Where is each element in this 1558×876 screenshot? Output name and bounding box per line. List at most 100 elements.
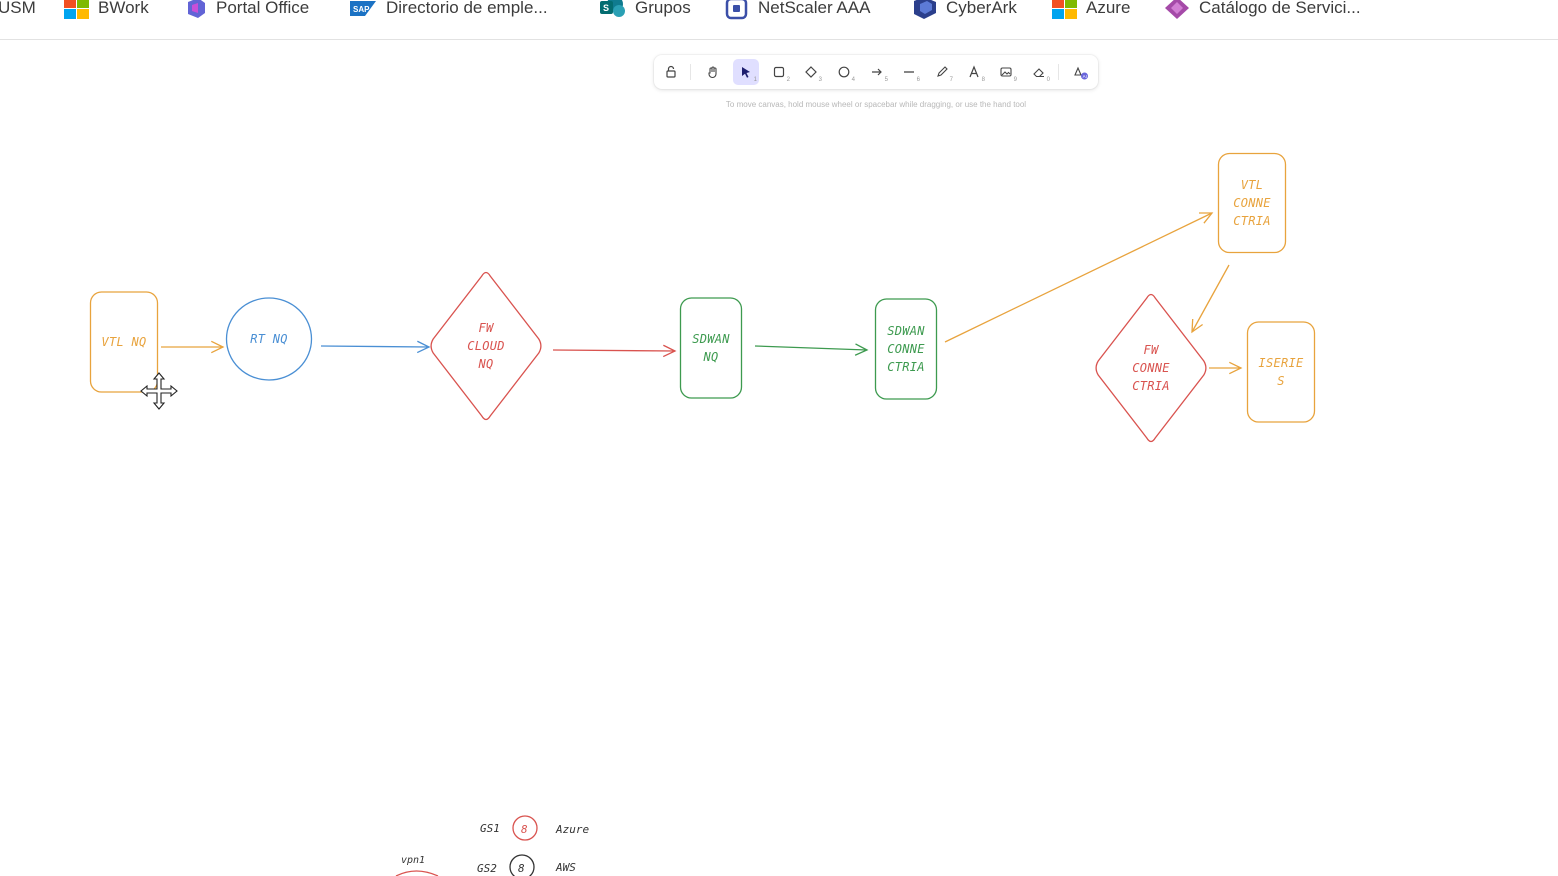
- node-outline: [874, 298, 938, 400]
- hand-tool-button[interactable]: [700, 59, 726, 85]
- toolbar-divider: [690, 64, 691, 80]
- pencil-icon: [937, 66, 948, 77]
- image-icon: [1000, 67, 1012, 77]
- bookmark-cyberark[interactable]: CyberArk: [912, 0, 1017, 22]
- node-label: CONNE: [1132, 361, 1170, 375]
- node-outline: [679, 297, 743, 399]
- cyberark-icon: [914, 0, 936, 19]
- office-icon: [188, 0, 205, 18]
- whiteboard-canvas[interactable]: [0, 40, 1558, 876]
- node-label: FW: [478, 321, 495, 335]
- arrow-shaft: [320, 345, 430, 348]
- rectangle-tool-button[interactable]: 2: [766, 59, 792, 85]
- node-fw-connectria[interactable]: FW CONNE CTRIA: [1095, 293, 1207, 443]
- image-tool-button[interactable]: 9: [993, 59, 1019, 85]
- eraser-tool-button[interactable]: 0: [1026, 59, 1052, 85]
- bookmark-azure[interactable]: Azure: [1052, 0, 1130, 22]
- selection-tool-button[interactable]: 1: [733, 59, 759, 85]
- arrow-shaft: [754, 345, 868, 351]
- node-rt-nq[interactable]: RT NQ: [225, 297, 313, 381]
- ellipse-tool-button[interactable]: 4: [831, 59, 857, 85]
- arrow-sdwan-connectria-to-vtl-connectria[interactable]: [944, 212, 1214, 343]
- node-vtl-nq[interactable]: VTL NQ: [89, 291, 159, 393]
- bookmark-portal-office[interactable]: Portal Office: [184, 0, 309, 22]
- shortcut-number: 1: [753, 77, 757, 83]
- arrow-head: [416, 340, 431, 354]
- bookmark-usm[interactable]: USM: [0, 0, 36, 22]
- legend-cloud: AWS: [555, 861, 576, 874]
- legend-badge-circle: [512, 815, 538, 841]
- node-label: SDWAN: [887, 324, 925, 338]
- bookmark-catalogo[interactable]: Catálogo de Servici...: [1163, 0, 1361, 22]
- rectangle-icon: [773, 66, 785, 78]
- lock-tool-button[interactable]: [658, 59, 684, 85]
- bookmark-label: Portal Office: [216, 0, 310, 17]
- svg-text:S: S: [603, 3, 609, 13]
- vpn-circle-arc: [395, 870, 439, 876]
- catalog-icon: [1165, 0, 1189, 19]
- arrow-vtl-nq-to-rt-nq[interactable]: [161, 340, 225, 354]
- node-label: SDWAN: [692, 332, 730, 346]
- arrow-fw-connectria-to-iseries[interactable]: [1209, 361, 1243, 375]
- ellipse-icon: [838, 66, 850, 78]
- bookmark-label: BWork: [98, 0, 149, 17]
- microsoft-icon: [64, 0, 89, 19]
- node-outline: [1095, 293, 1207, 443]
- arrow-fw-cloud-nq-to-sdwan-nq[interactable]: [552, 344, 677, 358]
- node-outline: [225, 297, 313, 381]
- sharepoint-icon: S: [600, 0, 625, 17]
- hand-icon: [708, 66, 717, 79]
- arrow-tool-button[interactable]: 5: [864, 59, 890, 85]
- node-label: VTL NQ: [101, 335, 146, 349]
- shortcut-number: 9: [1013, 77, 1017, 83]
- bookmark-label: Azure: [1086, 0, 1131, 17]
- bookmark-label: NetScaler AAA: [758, 0, 871, 17]
- bookmark-label: USM: [0, 0, 36, 17]
- arrow-head: [1191, 318, 1203, 334]
- line-tool-button[interactable]: 6: [896, 59, 922, 85]
- node-label: FW: [1143, 343, 1160, 357]
- node-label: NQ: [702, 350, 718, 364]
- bookmark-directorio[interactable]: SAP Directorio de emple...: [350, 0, 548, 22]
- arrow-sdwan-nq-to-sdwan-connectria[interactable]: [754, 343, 869, 356]
- bookmark-grupos[interactable]: S Grupos: [599, 0, 691, 22]
- svg-text:AI: AI: [1083, 74, 1087, 79]
- extra-tools-button[interactable]: AI: [1067, 59, 1093, 85]
- bookmark-label: Catálogo de Servici...: [1199, 0, 1361, 17]
- legend-badge-circle: [509, 854, 535, 876]
- vpn-node[interactable]: vpn1: [395, 855, 439, 876]
- text-tool-button[interactable]: 8: [961, 59, 987, 85]
- arrow-shaft: [552, 349, 676, 352]
- bookmark-label: CyberArk: [946, 0, 1017, 17]
- toolbar-divider: [1058, 64, 1059, 80]
- node-outline: [430, 271, 542, 421]
- arrow-rt-nq-to-fw-cloud-nq[interactable]: [320, 340, 431, 354]
- arrow-head: [1229, 361, 1243, 375]
- drawing-toolbar: 1 2 3 4 5 6 7 8 9 0 AI: [654, 55, 1098, 89]
- svg-text:SAP: SAP: [353, 5, 370, 14]
- shortcut-number: 0: [1046, 77, 1050, 83]
- legend-gs2[interactable]: GS2 8 AWS: [477, 854, 576, 876]
- shortcut-number: 5: [884, 77, 888, 83]
- legend-badge: 8: [518, 862, 525, 875]
- legend-gs1[interactable]: GS1 8 Azure: [480, 815, 589, 841]
- bookmark-netscaler[interactable]: NetScaler AAA: [724, 0, 870, 22]
- bookmark-bwork[interactable]: BWork: [64, 0, 149, 22]
- arrow-vtl-connectria-to-fw-connectria[interactable]: [1191, 264, 1230, 334]
- node-label: CTRIA: [1132, 379, 1170, 393]
- arrow-shaft: [944, 212, 1213, 343]
- line-icon: [904, 71, 914, 73]
- node-sdwan-nq[interactable]: SDWAN NQ: [679, 297, 743, 399]
- canvas-hint: To move canvas, hold mouse wheel or spac…: [725, 100, 1027, 109]
- diamond-tool-button[interactable]: 3: [798, 59, 824, 85]
- draw-tool-button[interactable]: 7: [929, 59, 955, 85]
- legend-id: GS1: [480, 822, 500, 835]
- arrow-head: [662, 344, 677, 358]
- eraser-icon: [1033, 68, 1044, 78]
- bookmark-label: Grupos: [635, 0, 691, 17]
- shortcut-number: 6: [916, 77, 920, 83]
